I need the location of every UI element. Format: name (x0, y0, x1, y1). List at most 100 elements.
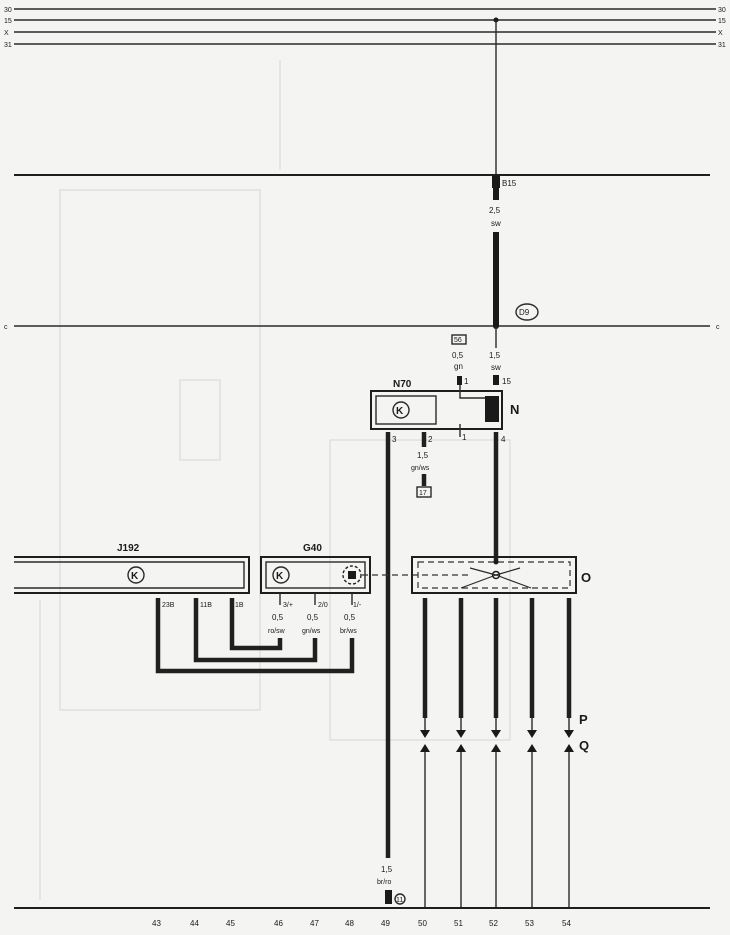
component-o-outer (411, 556, 577, 594)
label-n70-pin1: 1 (464, 377, 469, 386)
circle-ref-11 (394, 893, 406, 905)
k-label-g40: K (276, 571, 284, 582)
label-g40: G40 (303, 543, 322, 554)
o-junction (493, 559, 499, 565)
o-center-switch (491, 570, 501, 580)
background-ghost-lines (39, 60, 511, 900)
label-n70-15-color: sw (491, 363, 501, 372)
top-rails: 30 15 X 31 30 15 X 31 (4, 7, 726, 49)
connector-arrows (420, 730, 574, 752)
arrow-up-53 (527, 744, 537, 752)
label-g40-pin-3: 3/+ (283, 602, 293, 609)
arrow-down-50 (420, 730, 430, 738)
rail-label-c-left: c (4, 324, 8, 331)
terminal-n70-1 (457, 376, 462, 385)
bottom-number-49: 49 (381, 919, 390, 928)
label-49-size: 1,5 (381, 865, 393, 874)
label-n70: N70 (393, 379, 412, 390)
label-box-56: 56 (454, 337, 462, 344)
ref-box-17 (416, 486, 432, 498)
n70-internal-wire (459, 385, 490, 399)
k-symbol-n70 (392, 401, 410, 419)
bottom-number-52: 52 (489, 919, 498, 928)
rail-label-left-x: X (4, 30, 9, 37)
bottom-number-53: 53 (525, 919, 534, 928)
label-d9: D9 (519, 308, 530, 317)
label-n70-2-color: gn/ws (411, 465, 430, 472)
label-n70-pin4: 4 (501, 435, 506, 444)
rail-label-left-30: 30 (4, 7, 12, 14)
rail-label-right-31: 31 (718, 42, 726, 49)
k-label-n70: K (396, 406, 404, 417)
label-n70-pin3: 3 (392, 435, 397, 444)
arrow-up-54 (564, 744, 574, 752)
label-n70-pin2: 2 (428, 435, 433, 444)
loop-wires (155, 593, 355, 674)
label-g40-pin-2: 2/0 (318, 602, 328, 609)
arrow-down-53 (527, 730, 537, 738)
label-g40-color-1: ro/sw (268, 628, 286, 635)
loop-1b-to-3 (229, 598, 283, 651)
rail-label-right-30: 30 (718, 7, 726, 14)
label-g40-size-2: 0,5 (307, 613, 319, 622)
label-j192: J192 (117, 543, 140, 554)
bottom-number-51: 51 (454, 919, 463, 928)
bottom-number-47: 47 (310, 919, 319, 928)
label-p: P (579, 712, 588, 727)
label-49-color: br/ro (377, 879, 392, 886)
arrow-up-51 (456, 744, 466, 752)
label-n70-pin15: 15 (502, 377, 511, 386)
bottom-number-50: 50 (418, 919, 427, 928)
bottom-number-43: 43 (152, 919, 161, 928)
component-j192-inner (14, 561, 245, 589)
component-j192-outer (14, 556, 250, 594)
n70-coil (485, 396, 499, 422)
label-n70-1-color: gn (454, 362, 463, 371)
label-g40-color-3: br/ws (340, 628, 357, 635)
component-n70-inner (375, 395, 437, 425)
rail-label-c-right: c (716, 324, 720, 331)
o-output-wires (422, 598, 572, 718)
terminal-49 (385, 890, 392, 904)
label-n70-2-size: 1,5 (417, 451, 429, 460)
arrow-up-52 (491, 744, 501, 752)
label-o-letter: O (581, 570, 591, 585)
label-g40-pin-1: 1/- (353, 602, 362, 609)
label-b15-size: 2,5 (489, 206, 501, 215)
label-circle-11: 11 (396, 897, 403, 904)
arrow-down-54 (564, 730, 574, 738)
label-g40-size-1: 0,5 (272, 613, 284, 622)
arrow-down-52 (491, 730, 501, 738)
bottom-number-44: 44 (190, 919, 199, 928)
terminal-b15 (492, 176, 500, 188)
rail-label-right-15: 15 (718, 18, 726, 25)
label-box-17: 17 (419, 490, 427, 497)
bottom-number-45: 45 (226, 919, 235, 928)
label-q: Q (579, 738, 589, 753)
bottom-number-46: 46 (274, 919, 283, 928)
label-j192-pin-23b: 23B (162, 602, 175, 609)
rail-label-left-31: 31 (4, 42, 12, 49)
label-n70-15-size: 1,5 (489, 351, 501, 360)
ref-box-56 (451, 334, 467, 345)
label-b15: B15 (502, 179, 517, 188)
loop-11b-to-2 (193, 598, 318, 663)
label-g40-color-2: gn/ws (302, 628, 321, 635)
terminal-n70-15 (493, 375, 499, 385)
label-b15-color: sw (491, 219, 501, 228)
arrow-down-51 (456, 730, 466, 738)
label-j192-pin-1b: 1B (235, 602, 244, 609)
label-n70-mid-1: 1 (462, 433, 467, 442)
k-symbol-j192 (127, 566, 145, 584)
component-n70-outer (370, 390, 503, 430)
k-symbol-g40 (272, 566, 290, 584)
rail-label-right-x: X (718, 30, 723, 37)
bottom-numbers: 43 44 45 46 47 48 49 50 51 52 53 54 (152, 919, 571, 928)
arrow-up-50 (420, 744, 430, 752)
g40-sensor-element (348, 571, 356, 579)
connector-d9-circle (515, 303, 539, 321)
bottom-number-48: 48 (345, 919, 354, 928)
bottom-number-54: 54 (562, 919, 571, 928)
lower-wires (424, 718, 570, 908)
